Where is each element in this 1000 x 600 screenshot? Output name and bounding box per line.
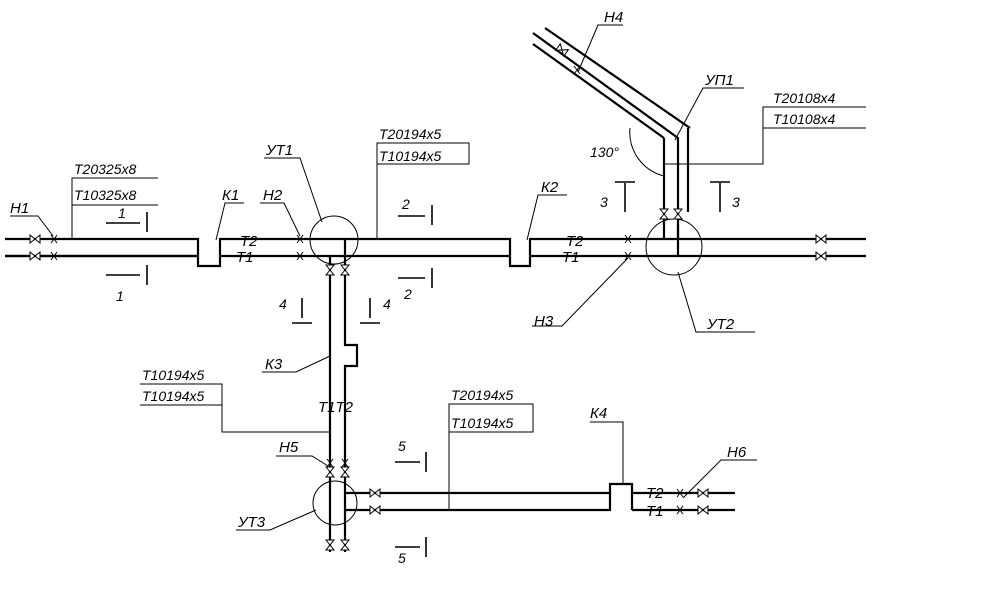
section-label-2-bottom: 2	[403, 286, 412, 302]
valve-icon	[339, 264, 351, 276]
section-label-1-top: 1	[118, 205, 126, 221]
label-k2: К2	[541, 179, 559, 196]
branch-ut3	[328, 256, 735, 552]
valve-icon	[339, 466, 351, 478]
section-label-3-right: 3	[732, 194, 740, 210]
pipe-vert-t2	[343, 256, 359, 552]
section-label-5-top: 5	[398, 438, 406, 454]
label-ut1: УТ1	[265, 142, 293, 159]
valve-icon	[815, 250, 827, 262]
section-label-3-left: 3	[600, 194, 608, 210]
node-ut1-circle	[309, 215, 359, 265]
pipe-branch-outer	[532, 32, 680, 239]
label-ut2: УТ2	[706, 316, 735, 333]
support-cross-icon	[50, 234, 58, 261]
section-label-1-bottom: 1	[116, 288, 124, 304]
valve-icon	[697, 504, 709, 516]
label-n2: Н2	[263, 187, 283, 204]
branch-ut2	[532, 27, 691, 239]
support-cross-icon	[676, 488, 684, 515]
spec-seg5-t2: Т20194х5	[451, 387, 513, 403]
label-n1: Н1	[10, 200, 29, 217]
angle-label: 130°	[590, 144, 619, 160]
pipe-ut3-t2	[345, 482, 735, 495]
node-ut3-circle	[312, 480, 358, 526]
valve-icon	[29, 233, 41, 245]
main-pipeline	[5, 237, 866, 268]
spec-seg1-t2: Т20325х8	[74, 161, 136, 177]
label-t1t2: Т1Т2	[318, 399, 354, 416]
section-label-4-left: 4	[279, 296, 287, 312]
label-n4: Н4	[604, 9, 623, 26]
label-n6: Н6	[727, 444, 747, 461]
label-n3: Н3	[534, 313, 554, 330]
section-label-2-top: 2	[401, 196, 410, 212]
angle-arc	[629, 127, 665, 177]
valve-icon	[672, 208, 684, 220]
valve-icon	[29, 250, 41, 262]
pipe-branch-diag	[532, 43, 665, 139]
spec-seg5-t1: Т10194х5	[451, 415, 513, 431]
valve-icon	[554, 42, 570, 58]
labels: Н1 Н2 Н3 Н4 Н5 Н6 К1 К2 К3 К4 УТ1 УТ2 УТ…	[10, 9, 835, 566]
valve-icon	[339, 539, 351, 551]
valve-icon	[369, 504, 381, 516]
label-t1-ut3: Т1	[646, 503, 664, 520]
spec-seg2-t2: Т20194х5	[379, 126, 441, 142]
valves	[29, 42, 827, 551]
valve-icon	[697, 487, 709, 499]
spec-seg2-t1: Т10194х5	[379, 148, 441, 164]
spec-seg3-t2: Т20108х4	[773, 90, 835, 106]
label-t1-right: Т1	[562, 249, 580, 266]
spec-seg4-a: Т10194х5	[142, 367, 204, 383]
spec-seg3-t1: Т10108х4	[773, 111, 835, 127]
label-ut3: УТ3	[237, 514, 266, 531]
valve-icon	[324, 264, 336, 276]
spec-seg1-t1: Т10325х8	[74, 187, 136, 203]
leader-lines	[10, 24, 866, 531]
valve-icon	[324, 466, 336, 478]
label-k4: К4	[590, 405, 607, 422]
support-cross-icon	[326, 458, 349, 468]
label-t1-left: Т1	[236, 249, 254, 266]
label-n5: Н5	[279, 439, 299, 456]
spec-seg4-b: Т10194х5	[142, 388, 204, 404]
valve-icon	[369, 487, 381, 499]
support-cross-icon	[573, 65, 581, 75]
section-label-5-bottom: 5	[398, 550, 406, 566]
valve-icon	[815, 233, 827, 245]
valve-icon	[324, 539, 336, 551]
valve-icon	[658, 208, 670, 220]
pipe-branch-inner	[544, 27, 691, 129]
label-t2-right: Т2	[566, 233, 584, 250]
pipe-t2-main	[5, 237, 866, 268]
pipe-ut3-t1	[345, 493, 612, 512]
label-k3: К3	[265, 356, 283, 373]
label-t2-left: Т2	[240, 233, 258, 250]
label-up1: УП1	[704, 72, 734, 89]
node-ut2-circle	[645, 218, 703, 276]
support-cross-icon	[296, 234, 304, 261]
section-marks	[106, 181, 730, 557]
support-crosses	[50, 65, 684, 515]
label-k1: К1	[222, 187, 239, 204]
label-t2-ut3: Т2	[646, 485, 664, 502]
support-cross-icon	[624, 234, 632, 261]
section-label-4-right: 4	[383, 296, 391, 312]
